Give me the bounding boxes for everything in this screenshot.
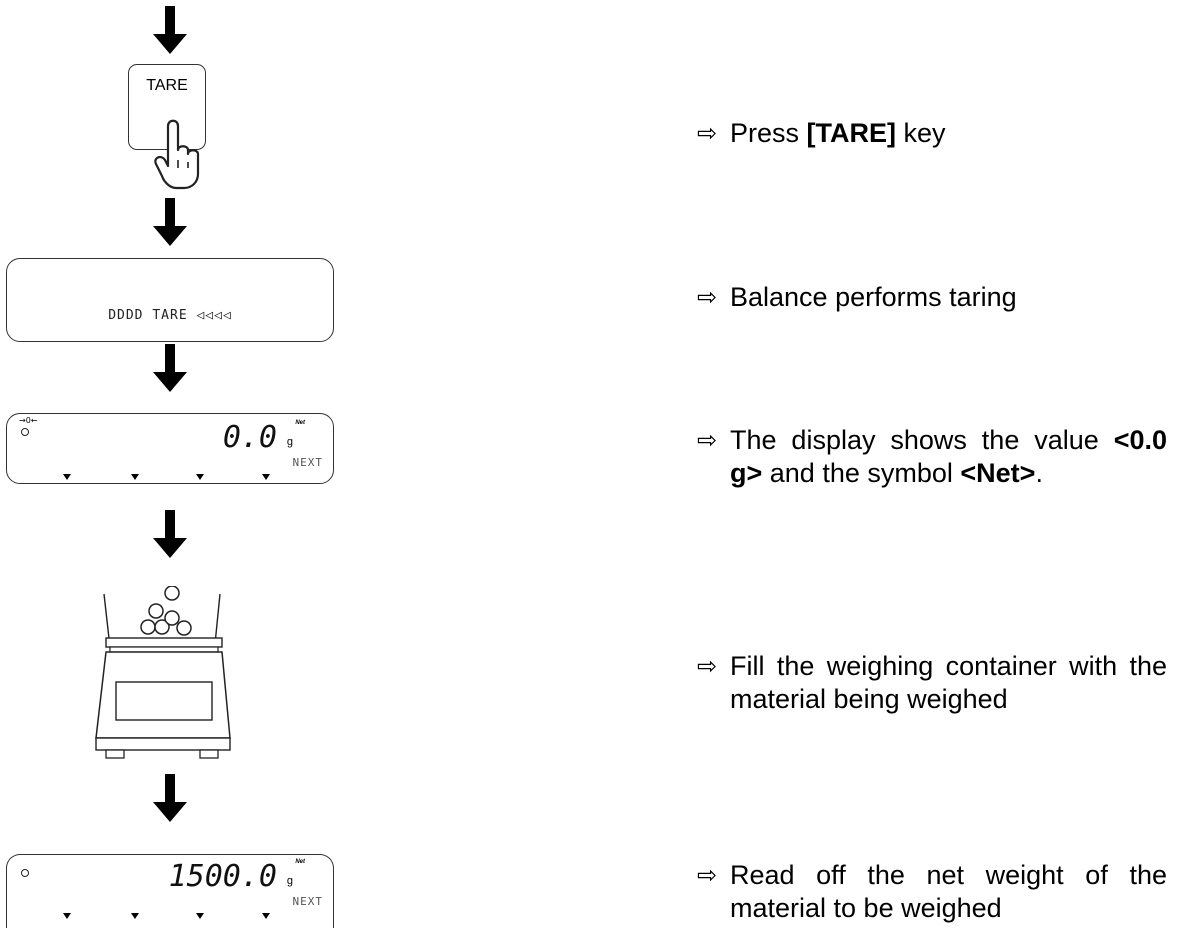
- step-fill-container: ⇨ Fill the weighing container with the m…: [697, 650, 1167, 716]
- softkey-label: NEXT: [292, 456, 323, 469]
- step-fragment: Read off the net weight of the material …: [730, 860, 1167, 923]
- taring-message: DDDD TARE ◁◁◁◁: [108, 308, 232, 323]
- balance-with-container-illustration: [95, 586, 231, 759]
- display-final: 1500.0 g Net NEXT: [6, 854, 334, 928]
- step-emphasis: <Net>: [960, 458, 1036, 488]
- weight-value: 0.0: [222, 420, 277, 455]
- tare-key-label: TARE: [146, 77, 188, 94]
- display-zero: →0← 0.0 g Net NEXT: [6, 413, 334, 484]
- weight-value: 1500.0: [168, 859, 277, 894]
- step-fragment: Balance performs taring: [730, 282, 1017, 312]
- zero-circle-icon: [21, 869, 29, 877]
- step-arrow-icon: ⇨: [697, 119, 718, 147]
- step-text: Balance performs taring: [730, 281, 1167, 314]
- step-arrow-icon: ⇨: [697, 861, 718, 889]
- step-read-weight: ⇨ Read off the net weight of the materia…: [697, 859, 1167, 925]
- flow-arrow-down-icon: [153, 344, 187, 392]
- softkey-indicator: [262, 913, 270, 919]
- flow-arrow-down-icon: [153, 198, 187, 246]
- step-fragment: key: [896, 118, 946, 148]
- softkey-indicator: [262, 474, 270, 480]
- stability-icon: →0←: [19, 416, 38, 425]
- flow-arrow-down-icon: [153, 510, 187, 558]
- display-taring: DDDD TARE ◁◁◁◁: [6, 258, 334, 342]
- step-fragment: .: [1035, 458, 1043, 488]
- unit-label: g: [286, 436, 293, 448]
- step-emphasis: [TARE]: [806, 118, 897, 148]
- net-indicator: Net: [295, 420, 305, 426]
- softkey-indicator: [196, 913, 204, 919]
- step-text: The display shows the value <0.0 g> and …: [730, 424, 1167, 490]
- pressing-finger-icon: [154, 119, 200, 190]
- step-text: Press [TARE] key: [730, 117, 1167, 150]
- unit-label: g: [286, 875, 293, 887]
- step-emphasis: <0.0 g>: [730, 425, 1167, 488]
- softkey-indicator: [131, 474, 139, 480]
- flow-arrow-down-icon: [153, 774, 187, 822]
- step-press-tare: ⇨ Press [TARE] key: [697, 117, 1167, 150]
- step-arrow-icon: ⇨: [697, 426, 718, 454]
- softkey-indicator: [63, 474, 71, 480]
- net-indicator: Net: [295, 859, 305, 865]
- step-text: Fill the weighing container with the mat…: [730, 650, 1167, 716]
- flow-arrow-down-icon: [153, 6, 187, 54]
- step-fragment: Fill the weighing container with the mat…: [730, 651, 1167, 714]
- softkey-indicator: [196, 474, 204, 480]
- softkey-indicator: [63, 913, 71, 919]
- step-fragment: Press: [730, 118, 807, 148]
- step-arrow-icon: ⇨: [697, 652, 718, 680]
- step-arrow-icon: ⇨: [697, 283, 718, 311]
- step-text: Read off the net weight of the material …: [730, 859, 1167, 925]
- step-fragment: and the symbol: [762, 458, 961, 488]
- zero-circle-icon: [21, 428, 29, 436]
- step-fragment: The display shows the value: [730, 425, 1114, 455]
- softkey-indicator: [131, 913, 139, 919]
- softkey-label: NEXT: [292, 895, 323, 908]
- step-display-zero: ⇨ The display shows the value <0.0 g> an…: [697, 424, 1167, 490]
- step-taring: ⇨ Balance performs taring: [697, 281, 1167, 314]
